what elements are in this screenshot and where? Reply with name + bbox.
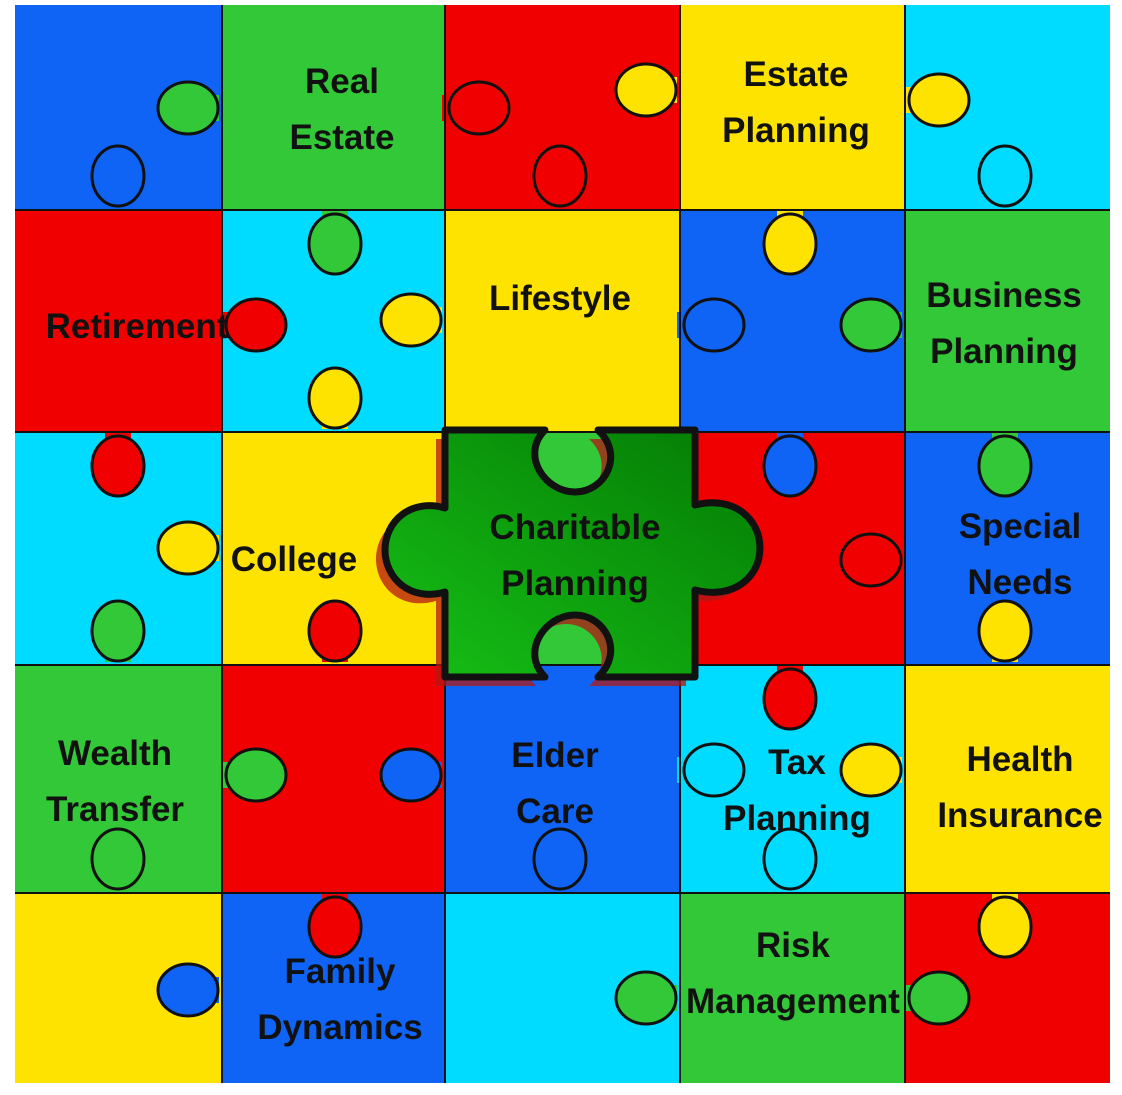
horizontal-knob [219,297,288,353]
center-piece [376,426,764,686]
puzzle-piece-1-2 [445,210,680,432]
label-line: Management [686,982,900,1021]
label-line: College [231,540,357,579]
vertical-knob [532,144,588,208]
label-line: Care [516,792,594,831]
label-line: Charitable [489,508,660,547]
label-line: Wealth [58,734,172,773]
horizontal-knob [839,297,903,353]
vertical-knob [90,429,146,498]
label-line: Planning [930,332,1078,371]
label-line: Dynamics [257,1008,422,1047]
horizontal-knob [156,520,220,576]
vertical-knob [762,207,818,276]
label-lifestyle: Lifestyle [489,279,631,318]
horizontal-knob [839,532,903,588]
label-line: Estate [289,118,394,157]
label-line: Business [926,276,1082,315]
label-line: Estate [743,55,848,94]
label-line: Elder [511,736,599,775]
label-college: College [231,540,357,579]
label-line: Planning [722,111,870,150]
horizontal-knob [902,72,971,128]
puzzle-piece-1-4 [905,210,1110,432]
vertical-knob [307,366,363,430]
label-line: Transfer [46,790,184,829]
horizontal-knob [677,297,746,353]
horizontal-knob [614,970,678,1026]
vertical-knob [532,827,588,891]
vertical-knob [307,890,363,959]
vertical-knob [977,890,1033,959]
vertical-knob [762,827,818,891]
horizontal-knob [442,80,511,136]
horizontal-knob [614,62,678,118]
label-line: Insurance [937,796,1102,835]
vertical-knob [307,207,363,276]
label-line: Risk [756,926,830,965]
vertical-knob [90,144,146,208]
label-retirement: Retirement [46,307,229,346]
vertical-knob [762,662,818,731]
puzzle-piece-0-3 [680,5,905,210]
vertical-knob [977,429,1033,498]
puzzle-piece-3-4 [905,665,1110,893]
puzzle-piece-0-1 [222,5,445,210]
puzzle-piece-1-0 [15,210,222,432]
horizontal-knob [156,962,220,1018]
horizontal-knob [379,747,443,803]
label-line: Special [959,507,1082,546]
center-piece-body [381,426,764,681]
label-line: Planning [723,799,871,838]
horizontal-knob [156,80,220,136]
horizontal-knob [219,747,288,803]
vertical-knob [977,144,1033,208]
label-line: Lifestyle [489,279,631,318]
label-line: Needs [967,563,1072,602]
label-line: Family [285,952,396,991]
label-line: Real [305,62,379,101]
puzzle-knobs [90,62,1033,1026]
puzzle-piece-4-3 [680,893,905,1083]
horizontal-knob [839,742,903,798]
horizontal-knob [677,742,746,798]
vertical-knob [977,599,1033,663]
vertical-knob [90,827,146,891]
label-line: Health [967,740,1074,779]
horizontal-knob [379,292,443,348]
horizontal-knob [902,970,971,1026]
label-line: Tax [768,743,826,782]
label-line: Retirement [46,307,229,346]
vertical-knob [90,599,146,663]
label-line: Planning [501,564,649,603]
vertical-knob [762,429,818,498]
vertical-knob [307,599,363,663]
